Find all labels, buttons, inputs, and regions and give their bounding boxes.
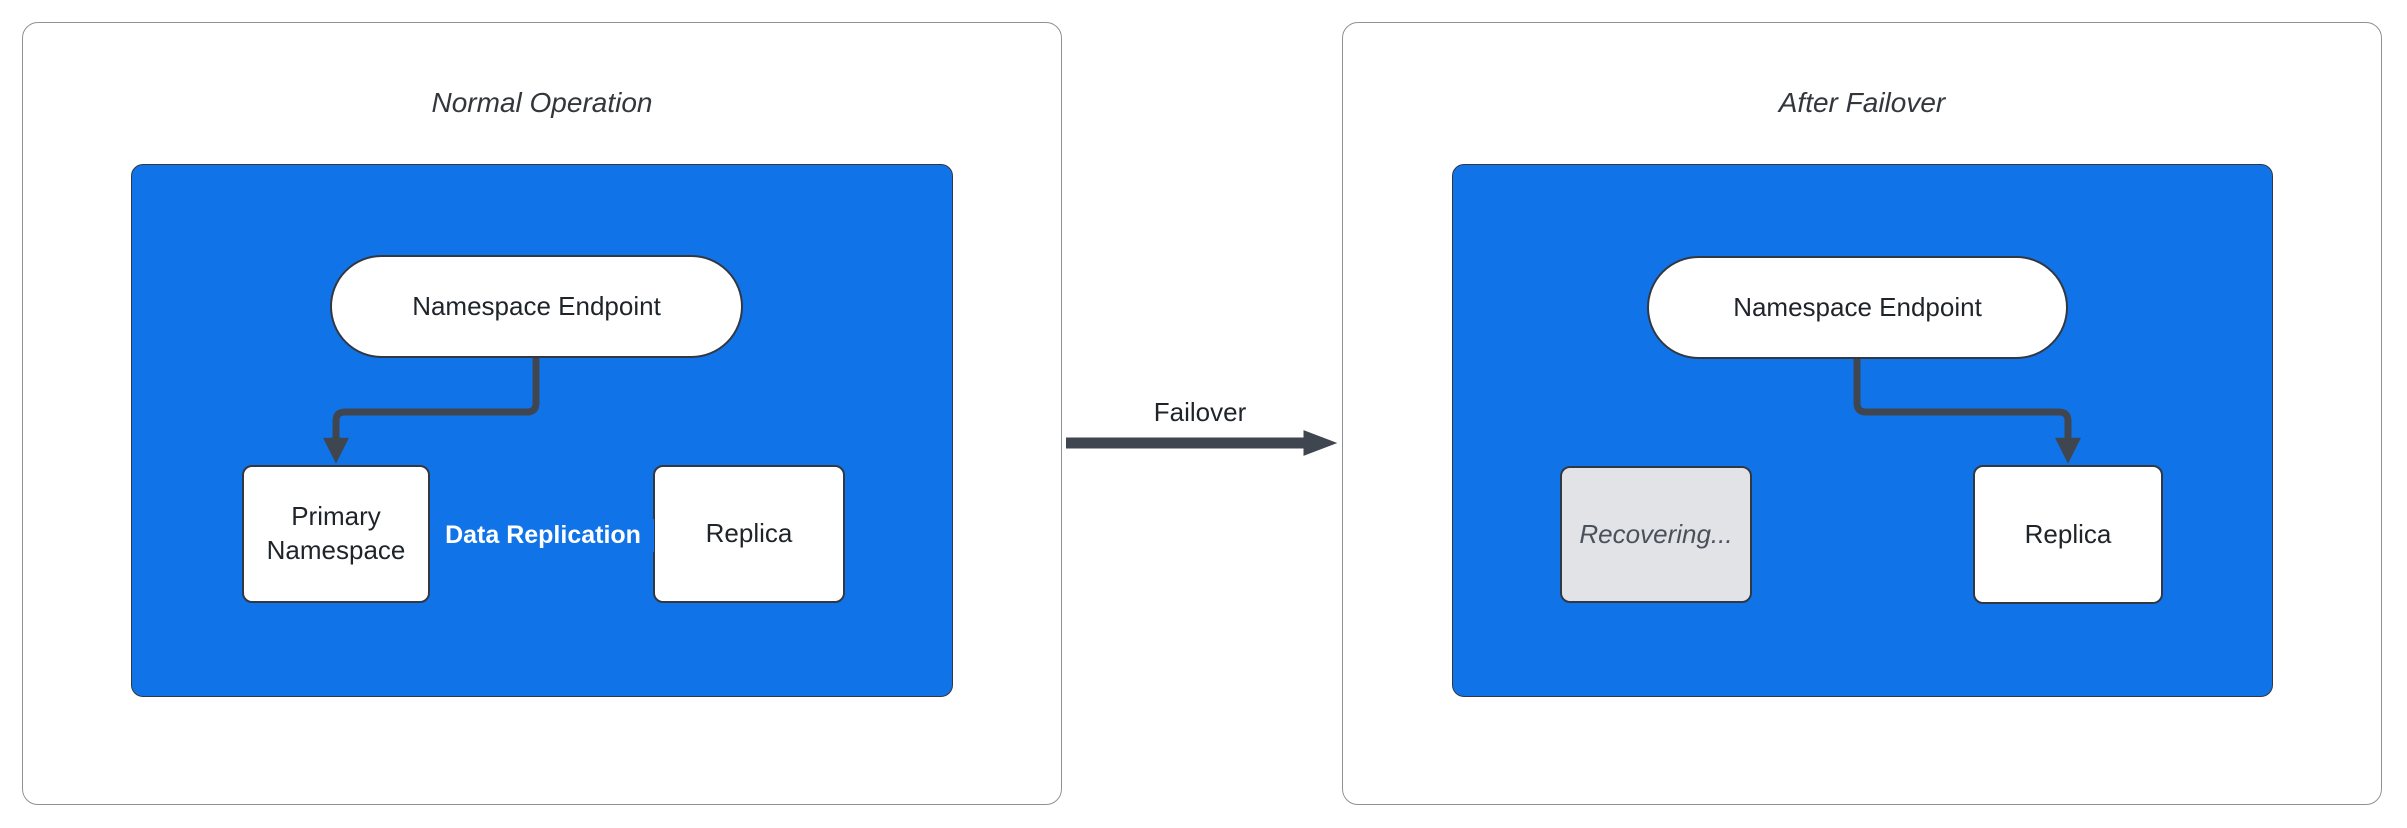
cluster-normal-operation xyxy=(131,164,953,697)
node-recovering: Recovering... xyxy=(1560,466,1752,603)
node-namespace-endpoint-right: Namespace Endpoint xyxy=(1647,256,2068,359)
node-label: Namespace Endpoint xyxy=(1733,291,1982,322)
node-replica-left: Replica xyxy=(653,465,845,603)
node-primary-namespace: Primary Namespace xyxy=(242,465,430,603)
node-label: Primary Namespace xyxy=(266,501,406,565)
node-label: Recovering... xyxy=(1579,518,1733,549)
edge-label-data-replication: Data Replication xyxy=(432,519,654,552)
node-label: Namespace Endpoint xyxy=(412,290,661,321)
node-label: Replica xyxy=(705,518,793,549)
cluster-after-failover xyxy=(1452,164,2273,697)
panel-title-after-failover: After Failover xyxy=(1778,87,1946,118)
node-label: Replica xyxy=(2024,518,2112,549)
failover-arrow-label: Failover xyxy=(1153,397,1247,427)
node-replica-right: Replica xyxy=(1973,465,2163,604)
node-namespace-endpoint-left: Namespace Endpoint xyxy=(330,255,743,358)
panel-title-normal-operation: Normal Operation xyxy=(431,87,653,118)
